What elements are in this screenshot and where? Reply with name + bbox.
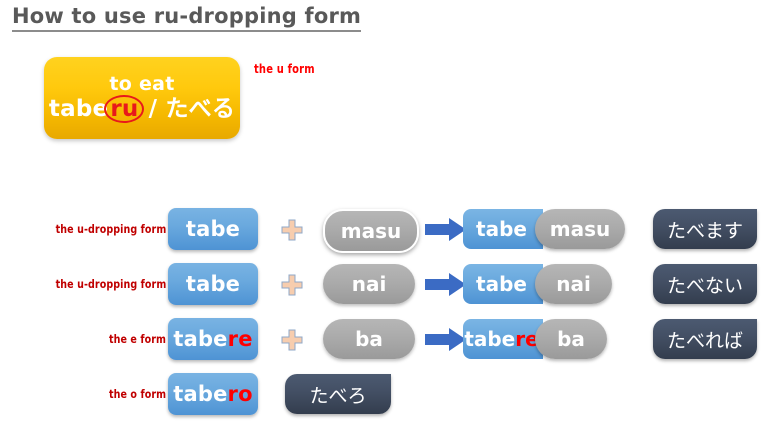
kana-result-badge: たべれば	[653, 319, 757, 359]
stem-button[interactable]: tabe	[168, 208, 258, 250]
right-arrow-icon	[425, 328, 467, 351]
kana-result-badge: たべます	[653, 209, 757, 249]
plus-icon	[281, 329, 303, 351]
kana-result-badge: たべない	[653, 264, 757, 304]
headword-stem: tabe	[48, 95, 109, 122]
headword-ru-circled: ru	[104, 94, 145, 123]
page-title: How to use ru-dropping form	[12, 4, 362, 33]
kana-result-badge: たべろ	[285, 374, 391, 414]
row-form-label: the o form	[108, 387, 166, 401]
u-form-tag: the u form	[254, 62, 315, 76]
headword-separator: /	[140, 95, 166, 122]
right-arrow-icon	[425, 218, 467, 241]
headword-kana: たべる	[165, 95, 236, 122]
suffix-pill[interactable]: masu	[323, 209, 419, 253]
combined-stem: tabe	[463, 264, 543, 304]
suffix-pill[interactable]: nai	[323, 264, 415, 304]
right-arrow-icon	[425, 273, 467, 296]
combined-suffix: masu	[535, 209, 625, 249]
plus-icon	[281, 219, 303, 241]
headword-romaji-kana: taberu / たべる	[48, 94, 236, 123]
combined-suffix: ba	[535, 319, 607, 359]
suffix-pill[interactable]: ba	[323, 319, 415, 359]
row-form-label: the u-dropping form	[55, 277, 166, 291]
combined-suffix: nai	[535, 264, 612, 304]
stem-button[interactable]: tabe	[168, 263, 258, 305]
row-form-label: the u-dropping form	[55, 222, 166, 236]
row-form-label: the e form	[108, 332, 166, 346]
headword-meaning: to eat	[109, 73, 175, 96]
combined-stem: tabe	[463, 209, 543, 249]
headword-card: to eat taberu / たべる	[44, 57, 240, 139]
plus-icon	[281, 274, 303, 296]
